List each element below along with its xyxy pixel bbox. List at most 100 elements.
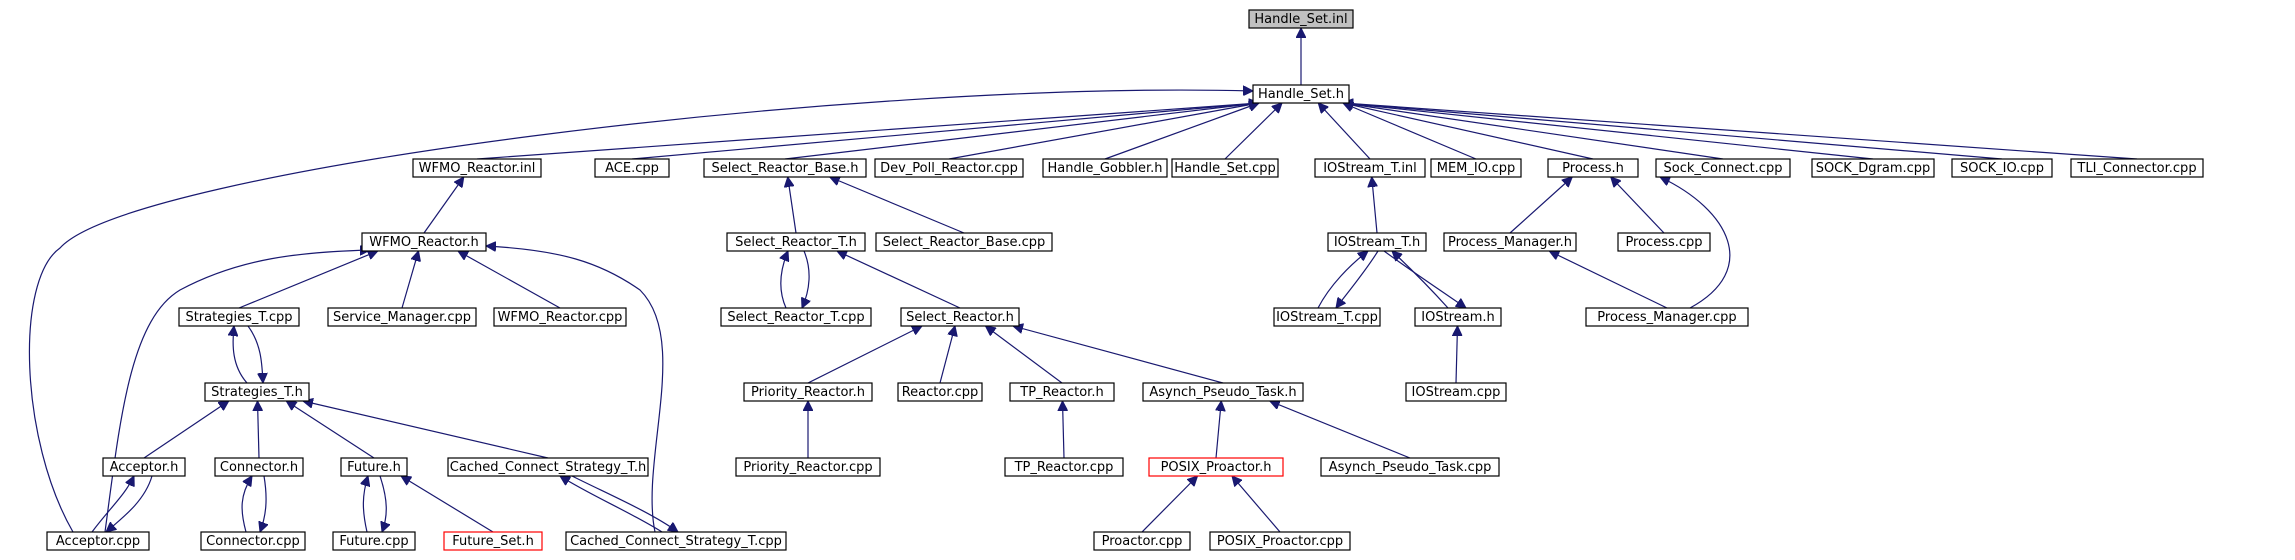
edge-iostream_t_cpp-to-iostream_t_h [1317, 251, 1368, 309]
node-wfmo-reactor-cpp[interactable]: WFMO_Reactor.cpp [493, 307, 627, 327]
edge-wfmo_reactor_h-to-wfmo_reactor_inl [423, 177, 464, 234]
node-process-h[interactable]: Process.h [1547, 158, 1639, 178]
node-future-cpp[interactable]: Future.cpp [332, 531, 416, 551]
node-box [214, 457, 304, 477]
node-connector-h[interactable]: Connector.h [214, 457, 304, 477]
edge-strategies_t_cpp-to-strategies_t_h [247, 325, 263, 383]
node-iostream-t-cpp[interactable]: IOStream_T.cpp [1273, 307, 1381, 327]
node-iostream-t-inl[interactable]: IOStream_T.inl [1314, 158, 1426, 178]
node-strategies-t-cpp[interactable]: Strategies_T.cpp [178, 307, 300, 327]
node-strategies-t-h[interactable]: Strategies_T.h [204, 382, 310, 402]
node-dev-poll-reactor-cpp[interactable]: Dev_Poll_Reactor.cpp [874, 158, 1024, 178]
node-label: POSIX_Proactor.cpp [1217, 534, 1343, 549]
node-box [565, 531, 787, 551]
node-handle-gobbler-h[interactable]: Handle_Gobbler.h [1042, 158, 1168, 178]
node-iostream-h[interactable]: IOStream.h [1414, 307, 1502, 327]
node-select-reactor-h[interactable]: Select_Reactor.h [900, 307, 1020, 327]
node-process-manager-cpp[interactable]: Process_Manager.cpp [1585, 307, 1749, 327]
edge-process_manager_cpp-to-process_manager_h [1549, 251, 1668, 309]
node-tp-reactor-cpp[interactable]: TP_Reactor.cpp [1004, 457, 1124, 477]
edge-iostream_t_h-to-iostream_t_inl [1372, 177, 1377, 234]
node-label: Asynch_Pseudo_Task.cpp [1329, 460, 1492, 475]
node-box [1951, 158, 2053, 178]
node-box [1142, 382, 1304, 402]
edge-select_reactor_t_h-to-select_reactor_t_cpp [802, 250, 809, 308]
edge-future_h-to-strategies_t_h [286, 401, 375, 459]
node-sock-dgram-cpp[interactable]: SOCK_Dgram.cpp [1811, 158, 1935, 178]
node-label: Dev_Poll_Reactor.cpp [880, 161, 1018, 176]
node-select-reactor-base-cpp[interactable]: Select_Reactor_Base.cpp [875, 232, 1053, 252]
node-label: Acceptor.h [110, 460, 179, 475]
node-iostream-cpp[interactable]: IOStream.cpp [1405, 382, 1507, 402]
node-box [332, 531, 416, 551]
node-ace-cpp[interactable]: ACE.cpp [594, 158, 670, 178]
node-connector-cpp[interactable]: Connector.cpp [200, 531, 306, 551]
node-box [900, 307, 1020, 327]
node-box [1148, 457, 1284, 477]
node-reactor-cpp[interactable]: Reactor.cpp [897, 382, 983, 402]
node-label: Proactor.cpp [1102, 534, 1183, 549]
node-select-reactor-t-h[interactable]: Select_Reactor_T.h [726, 232, 866, 252]
node-future-h[interactable]: Future.h [340, 457, 408, 477]
node-mem-io-cpp[interactable]: MEM_IO.cpp [1430, 158, 1522, 178]
node-box [2070, 158, 2204, 178]
node-sock-connect-cpp[interactable]: Sock_Connect.cpp [1655, 158, 1791, 178]
node-asynch-pseudo-task-cpp[interactable]: Asynch_Pseudo_Task.cpp [1320, 457, 1500, 477]
node-box [1811, 158, 1935, 178]
edge-acceptor_cpp-to-acceptor_h [91, 476, 134, 533]
node-wfmo-reactor-inl[interactable]: WFMO_Reactor.inl [412, 158, 542, 178]
node-priority-reactor-cpp[interactable]: Priority_Reactor.cpp [735, 457, 881, 477]
node-box [340, 457, 408, 477]
edge-future_set_h-to-future_h [401, 476, 494, 533]
edge-select_reactor_t_h-to-select_reactor_base_h [788, 177, 797, 234]
edge-select_reactor_t_cpp-to-select_reactor_t_h [781, 251, 788, 309]
node-process-manager-h[interactable]: Process_Manager.h [1443, 232, 1577, 252]
node-label: SOCK_IO.cpp [1960, 161, 2044, 176]
node-label: Connector.cpp [206, 534, 300, 549]
node-iostream-t-h[interactable]: IOStream_T.h [1327, 232, 1427, 252]
node-handle-set-h[interactable]: Handle_Set.h [1252, 84, 1350, 104]
node-label: IOStream_T.inl [1323, 161, 1417, 176]
edge-strategies_t_cpp-to-wfmo_reactor_h [238, 251, 378, 309]
node-label: Future.h [347, 460, 401, 475]
node-select-reactor-base-h[interactable]: Select_Reactor_Base.h [703, 158, 867, 178]
node-label: ACE.cpp [605, 161, 659, 176]
node-service-manager-cpp[interactable]: Service_Manager.cpp [327, 307, 477, 327]
node-acceptor-h[interactable]: Acceptor.h [102, 457, 186, 477]
edge-wfmo_reactor_cpp-to-wfmo_reactor_h [458, 251, 561, 309]
node-box [1252, 84, 1350, 104]
node-proactor-cpp[interactable]: Proactor.cpp [1093, 531, 1191, 551]
node-label: Service_Manager.cpp [333, 310, 471, 325]
node-acceptor-cpp[interactable]: Acceptor.cpp [46, 531, 150, 551]
node-asynch-pseudo-task-h[interactable]: Asynch_Pseudo_Task.h [1142, 382, 1304, 402]
node-tli-connector-cpp[interactable]: TLI_Connector.cpp [2070, 158, 2204, 178]
node-box [726, 232, 866, 252]
node-label: IOStream.cpp [1412, 385, 1501, 400]
node-future-set-h[interactable]: Future_Set.h [443, 531, 543, 551]
node-handle-set-cpp[interactable]: Handle_Set.cpp [1171, 158, 1279, 178]
node-posix-proactor-cpp[interactable]: POSIX_Proactor.cpp [1209, 531, 1351, 551]
node-label: Cached_Connect_Strategy_T.cpp [570, 534, 782, 549]
node-select-reactor-t-cpp[interactable]: Select_Reactor_T.cpp [720, 307, 872, 327]
node-priority-reactor-h[interactable]: Priority_Reactor.h [743, 382, 873, 402]
edge-acceptor_cpp-to-handle_set_h [28, 90, 1253, 533]
node-label: Select_Reactor_Base.h [711, 161, 858, 176]
edge-tli_connector_cpp-to-handle_set_h [1343, 103, 2138, 160]
edge-cached_connect_strategy_t_h-to-cached_connect_strategy_t_cpp [571, 475, 678, 532]
node-posix-proactor-h[interactable]: POSIX_Proactor.h [1148, 457, 1284, 477]
node-cached-connect-strategy-t-h[interactable]: Cached_Connect_Strategy_T.h [447, 457, 649, 477]
node-cached-connect-strategy-t-cpp[interactable]: Cached_Connect_Strategy_T.cpp [565, 531, 787, 551]
edge-acceptor_h-to-strategies_t_h [143, 401, 229, 459]
edge-iostream_h-to-iostream_t_h [1392, 251, 1449, 309]
edge-process_manager_cpp-to-process_h [1660, 177, 1731, 309]
edge-process_manager_h-to-process_h [1509, 177, 1572, 234]
node-process-cpp[interactable]: Process.cpp [1617, 232, 1711, 252]
node-box [1430, 158, 1522, 178]
node-sock-io-cpp[interactable]: SOCK_IO.cpp [1951, 158, 2053, 178]
edge-cached_connect_strategy_t_h-to-strategies_t_h [303, 401, 549, 459]
node-wfmo-reactor-h[interactable]: WFMO_Reactor.h [361, 232, 487, 252]
edge-acceptor_h-to-acceptor_cpp [106, 475, 153, 532]
node-label: WFMO_Reactor.inl [419, 161, 536, 176]
node-tp-reactor-h[interactable]: TP_Reactor.h [1009, 382, 1115, 402]
node-box [874, 158, 1024, 178]
